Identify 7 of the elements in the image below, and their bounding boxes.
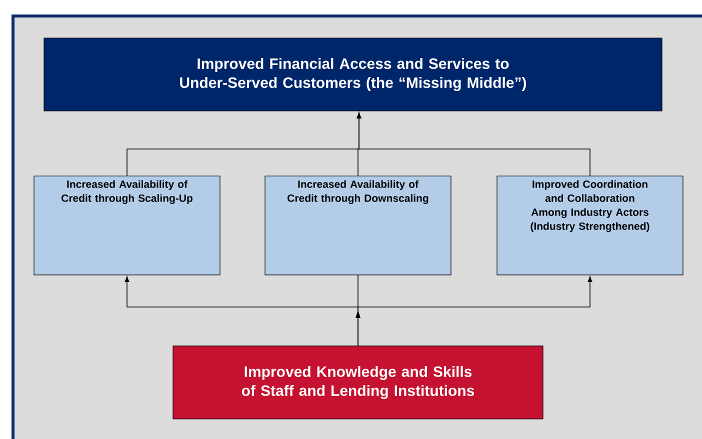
input-box: Improved Knowledge and Skills of Staff and Lending Institutions (172, 346, 544, 420)
result-box: Increased Availability of Credit through Downscaling (264, 176, 452, 276)
arrow (356, 112, 590, 176)
result-box: Increased Availability of Credit through Scaling-Up (34, 176, 220, 276)
result-box: Improved Coordination and Collaboration Among Industry Actors (Industry Strengthened) (496, 176, 684, 276)
outcome-box: Improved Financial Access and Services to Under-Served Customers (the “Missing Middle”) (44, 38, 662, 112)
arrow (358, 276, 592, 346)
